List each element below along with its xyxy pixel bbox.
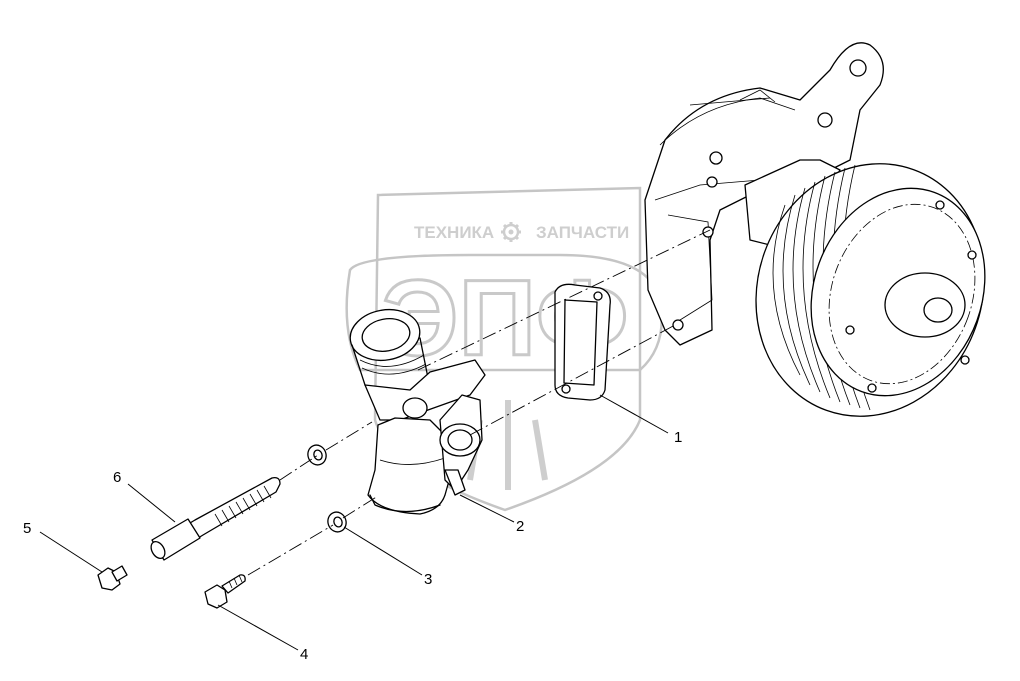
gasket-part-1 [554,283,611,401]
water-pump-assembly [644,42,986,417]
gasket-opening [563,299,598,386]
gear-icon [501,222,521,242]
callout-3: 3 [343,526,432,588]
pulley-bore [923,297,953,323]
bolt-head-4 [204,584,228,609]
bolt-part-4 [204,574,246,609]
callout-label-6: 6 [113,469,121,486]
stud-part-6 [150,476,281,561]
callout-4: 4 [217,604,308,663]
callout-label-3: 3 [424,571,432,588]
callout-6: 6 [113,469,176,523]
bolt-part-5 [97,565,128,591]
watermark-text-right: ЗАПЧАСТИ [536,223,629,242]
callout-2: 2 [459,494,524,535]
callout-5: 5 [23,520,103,573]
callout-1: 1 [599,394,682,446]
housing-body [364,359,486,421]
housing-bolt-hole [709,151,723,165]
callout-label-5: 5 [23,520,31,537]
assembly-axes [247,229,711,576]
callout-label-4: 4 [300,646,308,663]
watermark-text-left: ТЕХНИКА [414,223,494,242]
washer-upper [307,444,327,466]
callout-label-2: 2 [516,518,524,535]
washer-part-3 [327,511,347,533]
elbow-housing-part-2 [349,308,486,515]
elbow-lower [367,417,453,515]
housing-port [439,423,481,457]
callout-label-1: 1 [674,429,682,446]
